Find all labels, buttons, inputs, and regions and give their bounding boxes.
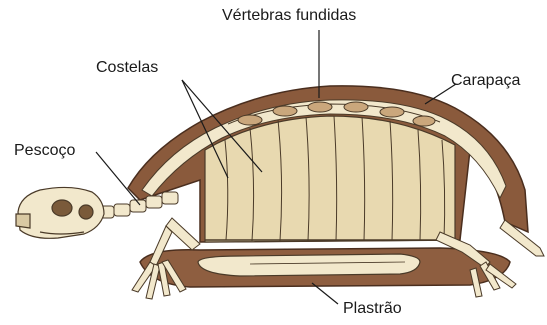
label-costelas: Costelas bbox=[96, 60, 158, 76]
rib-cage bbox=[205, 116, 455, 242]
label-vertebras-fundidas: Vértebras fundidas bbox=[222, 8, 356, 24]
plastron-shape bbox=[140, 248, 510, 287]
label-plastrao: Plastrão bbox=[343, 301, 402, 317]
label-carapaca: Carapaça bbox=[451, 73, 520, 89]
label-pescoco: Pescoço bbox=[14, 143, 75, 159]
skull bbox=[16, 187, 104, 238]
